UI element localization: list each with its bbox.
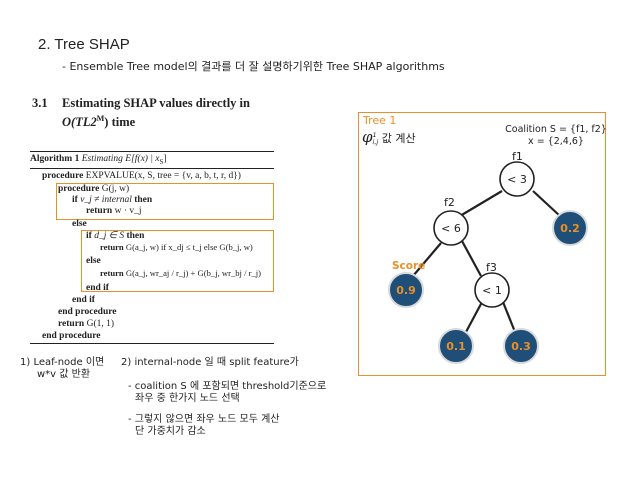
complexity-text: O(TL2	[62, 115, 97, 130]
root-feature-label: f1	[512, 150, 523, 163]
phi-sup: 1	[372, 131, 377, 139]
algorithm-caption-end: ]	[163, 154, 167, 164]
section-title-line2: O(TL2M) time	[62, 111, 250, 130]
coalition-x: x = {2,4,6}	[528, 136, 584, 147]
slide-title: 2. Tree SHAP	[38, 36, 130, 53]
complexity-end: ) time	[104, 115, 136, 130]
node-root: < 3	[499, 161, 535, 197]
leaf-01-text: 0.1	[446, 340, 466, 353]
tree-panel	[358, 112, 606, 376]
note-leaf-line1: 1) Leaf-node 이면	[20, 357, 105, 368]
note-else-line1: - 그렇지 않으면 좌우 노드 모두 계산	[128, 414, 280, 425]
algorithm-caption-label: Algorithm 1	[30, 154, 80, 164]
phi-sub: i,j	[372, 138, 379, 146]
algo-line-14: end procedure	[42, 331, 101, 341]
node-mid-text: < 1	[482, 284, 502, 297]
note-internal: 2) internal-node 일 때 split feature가	[121, 357, 299, 368]
algo-line-1: procedure EXPVALUE(x, S, tree = {v, a, b…	[42, 171, 241, 181]
coalition-set: Coalition S = {f1, f2}	[505, 124, 607, 135]
coalition-info: Coalition S = {f1, f2} x = {2,4,6}	[496, 124, 616, 148]
leaf-right-text: 0.2	[560, 222, 580, 235]
note-else-line2: 단 가중치가 감소	[135, 426, 206, 437]
complexity-sup: M	[96, 114, 105, 123]
leaf-right: 0.2	[552, 210, 588, 246]
note-coalition-line2: 좌우 중 한가지 노드 선택	[135, 393, 240, 404]
algo-line-6: if d_j ∈ S then	[86, 231, 145, 241]
leaf-01: 0.1	[438, 328, 474, 364]
algo-line-10: end if	[86, 283, 109, 293]
section-number: 3.1	[32, 96, 48, 110]
score-label: Score	[392, 260, 425, 272]
leaf-highlight-box	[56, 183, 274, 220]
leaf-09: 0.9	[388, 272, 424, 308]
edge-root-left	[459, 190, 503, 217]
edge-mid-right	[501, 301, 517, 333]
note-leaf: 1) Leaf-node 이면 w*v 값 반환	[20, 357, 104, 381]
algorithm-caption-sub: S	[159, 157, 164, 166]
leaf-09-text: 0.9	[396, 284, 416, 297]
section-title: Estimating SHAP values directly in O(TL2…	[62, 96, 250, 130]
leaf-03-text: 0.3	[511, 340, 531, 353]
internal-highlight-box	[81, 230, 274, 292]
edge-left-leaf	[412, 242, 442, 277]
node-left: < 6	[433, 210, 469, 246]
tree-label: Tree 1	[363, 114, 397, 127]
tree-edges	[412, 190, 561, 333]
note-else: - 그렇지 않으면 좌우 노드 모두 계산 단 가중치가 감소	[128, 414, 279, 438]
algo-line-4: return w · v_j	[86, 206, 142, 216]
edge-root-right	[532, 190, 561, 217]
node-mid: < 1	[474, 272, 510, 308]
algorithm-caption-text: Estimating E[f(x) | x	[81, 154, 160, 164]
note-coalition-line1: - coalition S 에 포함되면 threshold기준으로	[128, 381, 327, 392]
algo-line-2: procedure G(j, w)	[58, 184, 130, 194]
phi-symbol: φ	[362, 128, 373, 146]
note-leaf-line2: w*v 값 반환	[37, 369, 91, 380]
algorithm-bottom-rule	[30, 343, 274, 344]
algo-line-5: else	[72, 219, 87, 229]
algo-line-3: if v_j ≠ internal then	[72, 195, 153, 205]
algorithm-caption: Algorithm 1 Estimating E[f(x) | xS]	[30, 154, 167, 166]
algorithm-mid-rule	[30, 168, 274, 169]
algo-line-11: end if	[72, 295, 95, 305]
phi-text: 값 계산	[381, 132, 416, 145]
node-root-text: < 3	[507, 173, 527, 186]
algo-line-12: end procedure	[58, 307, 117, 317]
note-coalition: - coalition S 에 포함되면 threshold기준으로 좌우 중 …	[128, 381, 326, 405]
mid-feature-label: f3	[486, 261, 497, 274]
algo-line-7: return G(a_j, w) if x_dj ≤ t_j else G(b_…	[100, 242, 253, 252]
leaf-03: 0.3	[503, 328, 539, 364]
slide-subtitle: - Ensemble Tree model의 결과를 더 잘 설명하기위한 Tr…	[62, 60, 445, 73]
algorithm-top-rule	[30, 151, 274, 152]
algo-line-8: else	[86, 256, 101, 266]
edge-left-mid	[461, 240, 482, 277]
edge-mid-left	[465, 301, 483, 333]
node-left-text: < 6	[441, 222, 461, 235]
algo-line-9: return G(a_j, wr_aj / r_j) + G(b_j, wr_b…	[100, 268, 262, 278]
algo-line-13: return G(1, 1)	[58, 319, 115, 329]
section-title-line1: Estimating SHAP values directly in	[62, 96, 250, 110]
left-feature-label: f2	[444, 196, 455, 209]
